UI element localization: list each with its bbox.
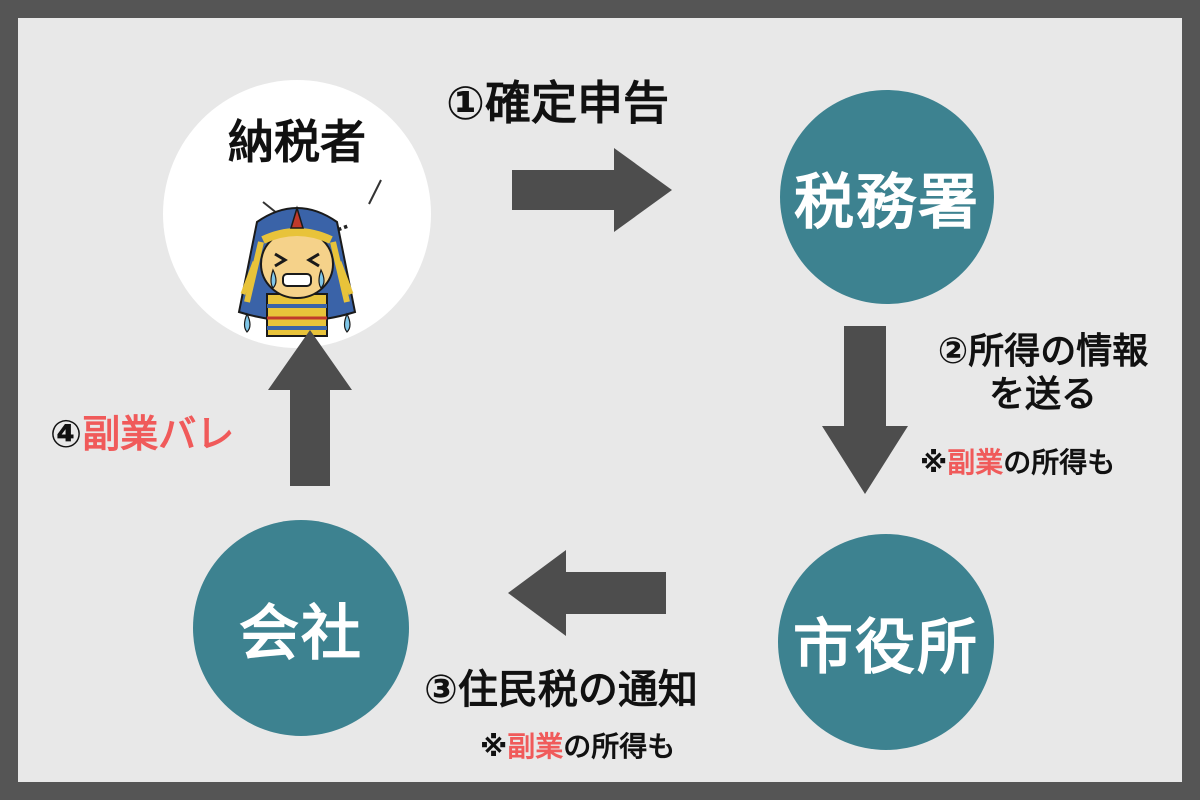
taxpayer-label: 納税者	[228, 115, 366, 169]
arrow-left-icon	[508, 550, 666, 636]
city-hall-label: 市役所	[793, 612, 979, 683]
taxpayer-node: 納税者 ばれた…	[163, 80, 431, 348]
step2-note-suffix: の所得も	[1003, 446, 1116, 479]
pharaoh-crying-icon	[237, 205, 357, 337]
city-hall-node: 市役所	[778, 534, 994, 750]
tax-office-node: 税務署	[780, 90, 994, 304]
step2-note-prefix: ※	[920, 446, 948, 479]
company-node: 会社	[193, 520, 409, 736]
step3-note-highlight: 副業	[507, 730, 564, 763]
step1-label: ①確定申告	[446, 76, 669, 130]
step4-highlight: 副業バレ	[82, 412, 235, 456]
step3-note-suffix: の所得も	[563, 730, 676, 763]
step2-label: ②所得の情報 を送る	[918, 330, 1168, 416]
tax-office-label: 税務署	[794, 167, 980, 238]
arrow-up-icon	[268, 330, 352, 486]
step4-prefix: ④	[50, 412, 83, 456]
step3-note: ※副業の所得も	[480, 730, 675, 764]
step3-note-prefix: ※	[480, 730, 508, 763]
step2-line1: ②所得の情報	[937, 331, 1149, 372]
arrow-right-icon	[512, 148, 672, 232]
arrow-down-icon	[822, 326, 908, 494]
step3-label: ③住民税の通知	[424, 667, 698, 713]
step2-note: ※副業の所得も	[920, 446, 1115, 480]
company-label: 会社	[239, 598, 363, 669]
diagram-canvas: 納税者 ばれた…	[18, 18, 1182, 782]
step4-label: ④副業バレ	[50, 412, 234, 458]
step2-line2: を送る	[988, 374, 1097, 416]
step2-note-highlight: 副業	[947, 446, 1004, 479]
